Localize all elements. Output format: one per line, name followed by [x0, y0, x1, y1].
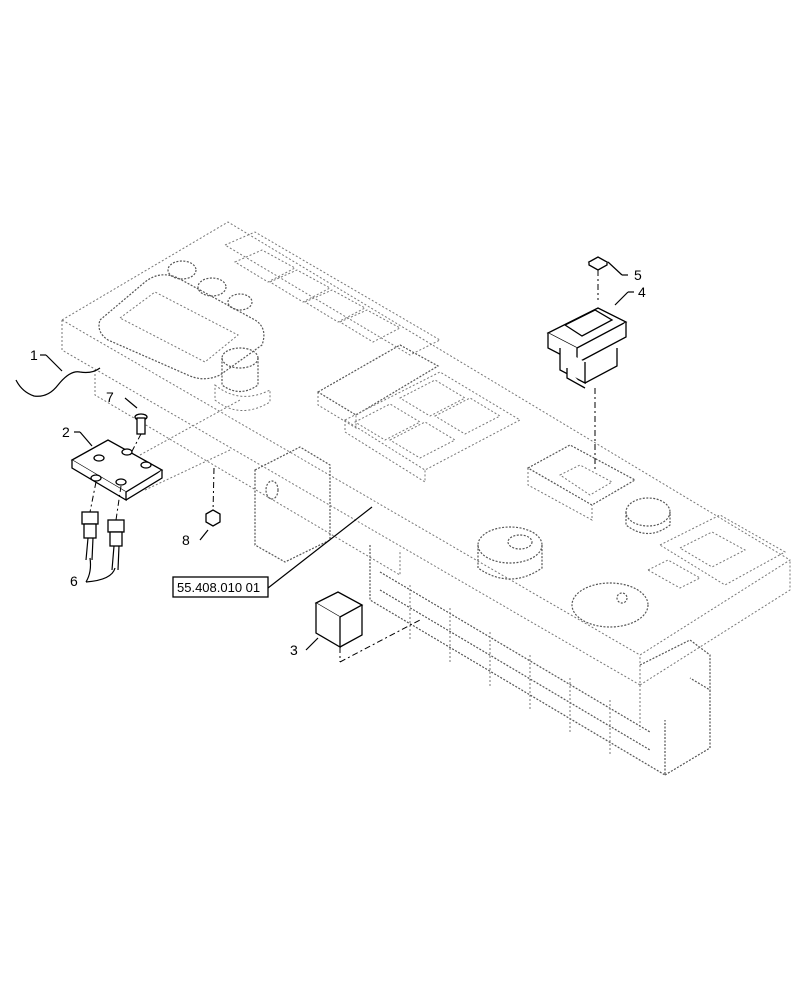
callout-4: 4 [638, 284, 646, 300]
part-3-relay [305, 591, 421, 663]
part-1-wire [15, 354, 101, 397]
part-2-mounting-plate [70, 431, 164, 502]
callout-2: 2 [62, 424, 70, 440]
callout-5: 5 [634, 267, 642, 283]
part-8-nut [199, 467, 221, 541]
callout-7: 7 [106, 389, 114, 405]
callout-1: 1 [30, 347, 38, 363]
reference-box-label: 55.408.010 01 [177, 580, 260, 595]
callout-8: 8 [182, 532, 190, 548]
callout-6: 6 [70, 573, 78, 589]
part-6-sensors [81, 481, 125, 583]
part-5-lens [587, 256, 628, 300]
reference-leader [172, 506, 373, 598]
callout-3: 3 [290, 642, 298, 658]
part-4-rocker-switch [546, 291, 634, 470]
console-phantom [61, 221, 791, 777]
part-7-bolt [124, 397, 148, 456]
